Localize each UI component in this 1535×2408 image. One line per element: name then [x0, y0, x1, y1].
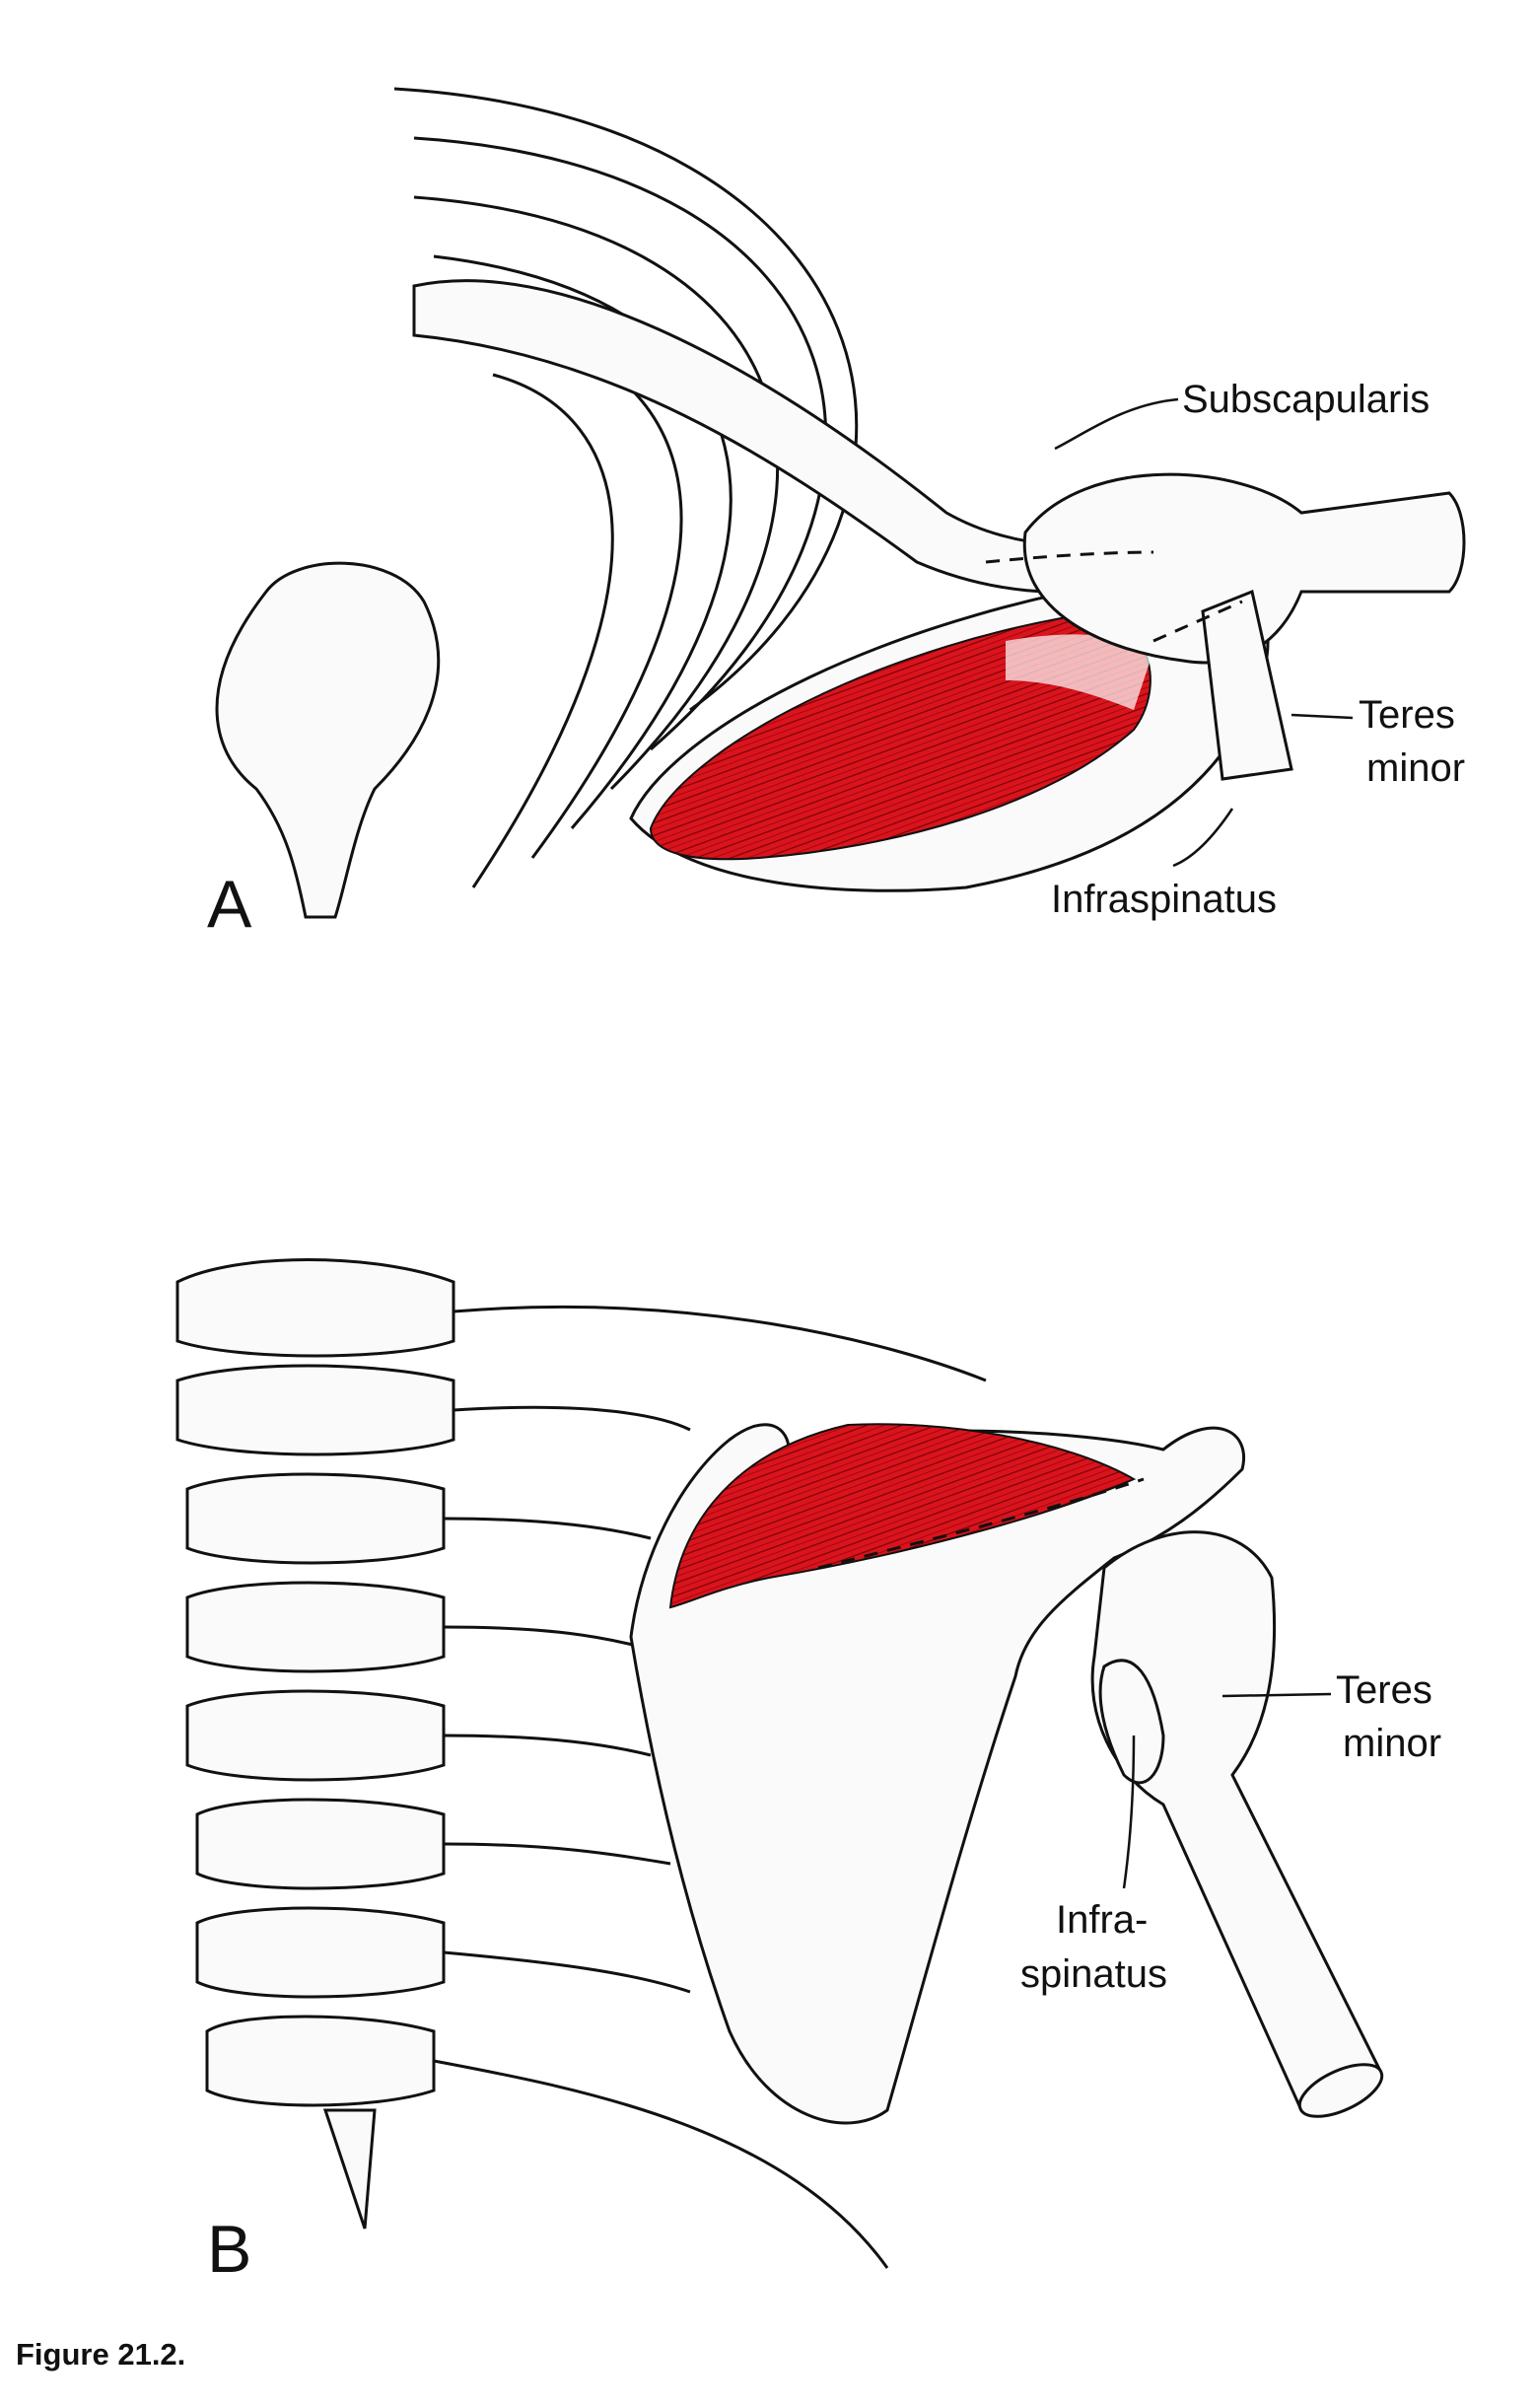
spine: [175, 1258, 455, 2230]
humerus-b: [1090, 1530, 1383, 2113]
tendon: [1006, 634, 1153, 710]
label-teres-minor-a-line1: Teres: [1359, 693, 1455, 737]
scapula-b: [629, 1423, 1245, 2125]
label-infraspinatus-a: Infraspinatus: [1051, 878, 1277, 921]
ribs-b: [433, 1305, 987, 2269]
label-subscapularis: Subscapularis: [1182, 378, 1430, 421]
panel-letter-a: A: [207, 867, 252, 942]
supraspinatus-muscle-b: [668, 1423, 1137, 1609]
label-teres-minor-b-line2: minor: [1343, 1722, 1441, 1765]
panel-b-illustration: [175, 1258, 1384, 2269]
label-infraspinatus-b-line1: Infra-: [1056, 1898, 1148, 1942]
teres-minor-tendon: [1201, 589, 1293, 781]
label-infraspinatus-b-line2: spinatus: [1020, 1952, 1167, 1996]
panel-letter-b: B: [207, 2212, 251, 2287]
humerus-head: [1022, 472, 1466, 665]
infraspinatus-tendon-b: [1098, 1659, 1165, 1785]
panel-a-illustration: [215, 87, 1466, 919]
label-teres-minor-a-line2: minor: [1366, 746, 1465, 790]
figure-caption: Figure 21.2.: [16, 2337, 185, 2372]
label-teres-minor-b-line1: Teres: [1336, 1668, 1432, 1712]
vertebra: [215, 561, 441, 919]
humerus-shaft-end: [1297, 2063, 1384, 2118]
